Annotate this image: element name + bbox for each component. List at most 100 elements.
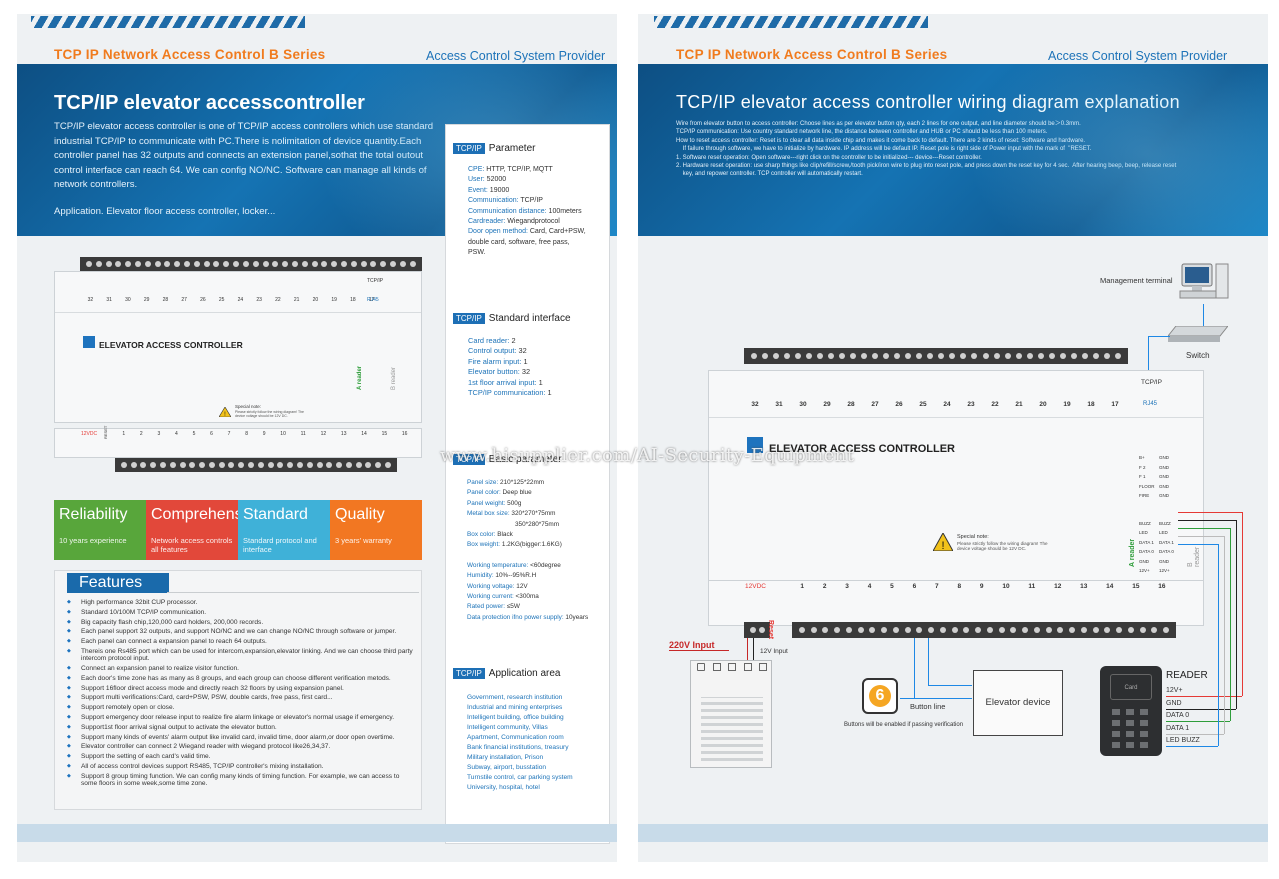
terminal-screw <box>228 462 235 468</box>
basic-title: Basic parameter <box>488 454 562 465</box>
spec-row: Rated power: ≤5W <box>467 602 617 612</box>
elevator-device: Elevator device <box>973 670 1063 736</box>
terminal-screw <box>998 627 1005 633</box>
pin-number: 18 <box>1087 401 1095 408</box>
terminal-screw <box>750 353 757 359</box>
terminal-screw <box>975 627 982 633</box>
spec-key: Working voltage: <box>467 582 517 590</box>
terminal-screw <box>316 462 323 468</box>
side-gnd: GND <box>1159 483 1169 489</box>
spec-row: Communication: TCP/IP <box>468 196 610 206</box>
pin-number: 28 <box>162 297 169 303</box>
hero-banner: TCP/IP elevator access controller wiring… <box>638 64 1268 236</box>
page-title: TCP/IP elevator accesscontroller <box>54 92 365 114</box>
reader-wire-riser <box>1218 544 1219 746</box>
terminal-screw <box>409 261 416 267</box>
terminal-screw <box>345 462 352 468</box>
terminal-screw <box>1092 353 1099 359</box>
spec-value: Deep blue <box>502 489 532 497</box>
reader-a-label: A reader <box>1129 538 1136 567</box>
terminal-screw <box>384 462 391 468</box>
quality-title: Comprehensive <box>151 506 264 523</box>
spec-row: Card reader: 2 <box>468 336 610 346</box>
spec-key: Fire alarm input: <box>468 356 524 366</box>
terminal-screw <box>1104 627 1111 633</box>
spec-value: 210*125*22mm <box>500 479 545 486</box>
terminal-screw <box>160 462 167 468</box>
wiring-note: TCP/IP communication: Use country standa… <box>676 129 1048 136</box>
spec-key: Card reader: <box>468 336 512 345</box>
spec-value: 12V <box>516 582 528 590</box>
reader-title: READER <box>1166 670 1208 681</box>
feature-item: Elevator controller can connect 2 Wiegan… <box>67 743 413 750</box>
terminal-screw <box>125 261 132 267</box>
terminal-screw <box>805 353 812 359</box>
terminal-screw <box>1115 353 1122 359</box>
pin-number: 29 <box>823 401 831 408</box>
terminal-screw <box>199 462 206 468</box>
spec-value: 1 <box>538 377 543 387</box>
pin-number: 14 <box>361 431 367 437</box>
application-item: Turnstile control, car parking system <box>467 774 573 781</box>
pin-number: 14 <box>1106 583 1114 590</box>
bottom-band <box>17 824 617 842</box>
terminal-screw <box>248 462 255 468</box>
terminal-screw <box>291 261 298 267</box>
application-item: Military installation, Prison <box>467 754 544 761</box>
spec-value: double card, software, free pass, <box>468 238 570 246</box>
terminal-screw <box>360 261 367 267</box>
terminal-screw <box>834 627 841 633</box>
spec-value: 1 <box>547 388 552 398</box>
terminal-screw <box>1022 627 1029 633</box>
tcp-label: TCP/IP <box>367 278 384 284</box>
quality-subtitle: 3 years' warranty <box>335 536 392 545</box>
pin-number: 12 <box>320 431 327 437</box>
feature-item: Support the setting of each card's valid… <box>67 753 413 760</box>
spec-value: 1.2KG(bigger:1.6KG) <box>501 541 562 549</box>
pin-number: 3 <box>157 431 161 437</box>
pin-number: 12 <box>1054 583 1062 590</box>
feature-item: All of access control devices support RS… <box>67 763 413 770</box>
top-terminal-block <box>744 348 1128 364</box>
terminal-screw <box>301 261 308 267</box>
bottom-band <box>638 824 1268 842</box>
terminal-screw <box>242 261 249 267</box>
elevator-button: 6 <box>862 678 898 714</box>
spec-row: Panel color: Deep blue <box>467 488 617 498</box>
terminal-screw <box>982 353 989 359</box>
feature-item: Big capacity flash chip,120,000 card hol… <box>67 619 413 626</box>
quality-title: Reliability <box>59 506 128 523</box>
spec-row: PSW. <box>468 248 610 258</box>
svg-text:!: ! <box>941 540 944 551</box>
tcp-logo: TCP/IP <box>453 668 485 679</box>
elevator-device-label: Elevator device <box>985 697 1051 708</box>
terminal-screw <box>904 627 911 633</box>
spec-row: Panel size: 210*125*22mm <box>467 478 617 488</box>
terminal-screw <box>154 261 161 267</box>
reader-pin: DATA 0 <box>1139 549 1154 555</box>
spec-value: 2 <box>511 336 516 345</box>
spec-key: Working temperature: <box>467 561 531 569</box>
reader-pin-b: 12V+ <box>1159 568 1170 574</box>
interface-title: Standard interface <box>488 313 571 324</box>
terminal-screw <box>963 627 970 633</box>
pin-number: 16 <box>1158 583 1166 590</box>
pin-number: 8 <box>245 431 248 437</box>
power-terminal <box>744 622 770 638</box>
feature-item: Support many kinds of events' alarm outp… <box>67 734 413 741</box>
terminal-screw <box>798 627 805 633</box>
pin-number: 1 <box>122 431 126 437</box>
terminal-screw <box>326 462 333 468</box>
terminal-screw <box>130 462 137 468</box>
pin-number: 11 <box>300 431 306 437</box>
terminal-screw <box>1048 353 1055 359</box>
spec-key: Box weight: <box>467 541 502 549</box>
spec-key: Communication: <box>468 197 521 205</box>
spec-key: Panel color: <box>467 489 503 497</box>
